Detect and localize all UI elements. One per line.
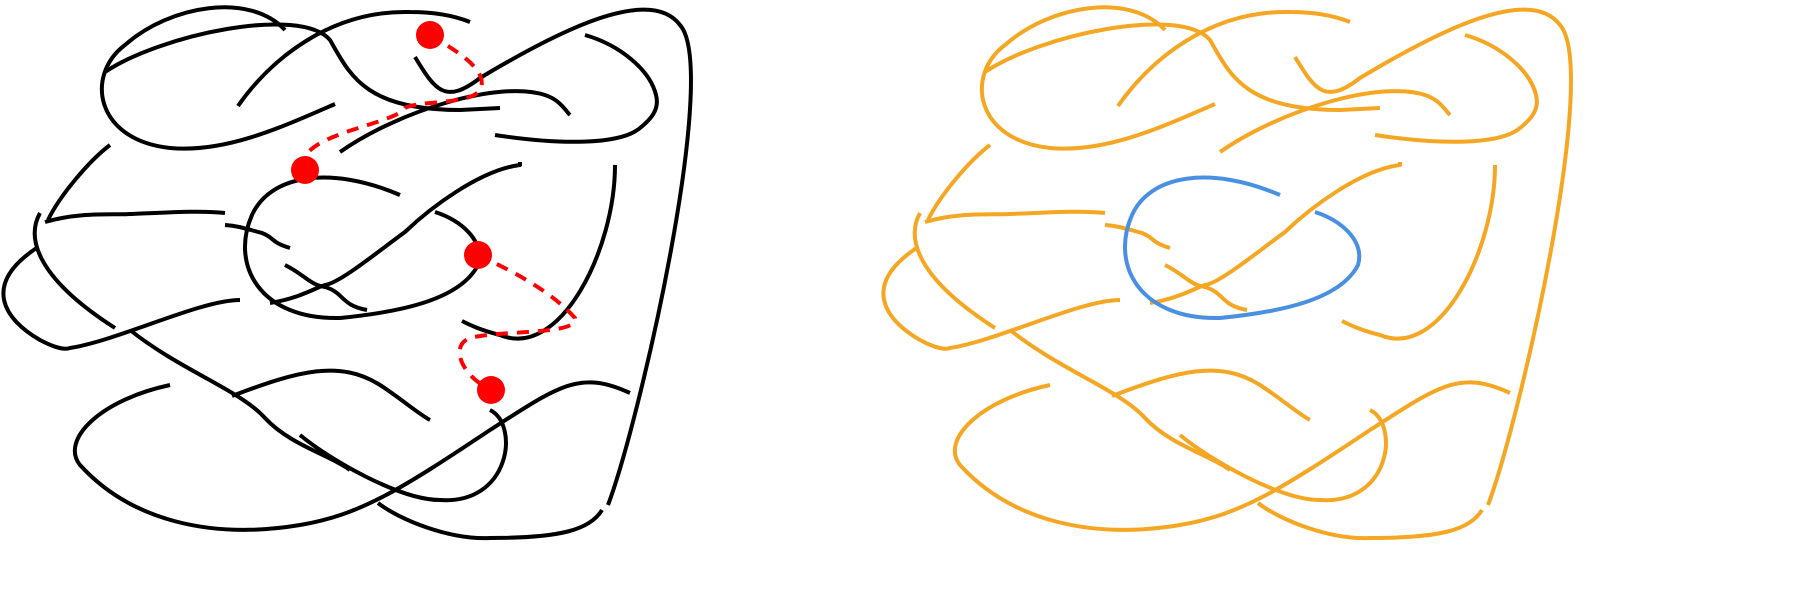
right-knot-diagram: [881, 5, 1573, 541]
orange-component: [881, 5, 1573, 541]
marker-dot: [477, 376, 505, 404]
marker-dot: [291, 156, 319, 184]
marker-dot: [416, 21, 444, 49]
left-knot-diagram: [1, 5, 693, 541]
left-knot-strands: [1, 5, 693, 541]
red-markers: [291, 21, 505, 404]
marker-dot: [464, 241, 492, 269]
red-dashed-path: [301, 33, 578, 392]
